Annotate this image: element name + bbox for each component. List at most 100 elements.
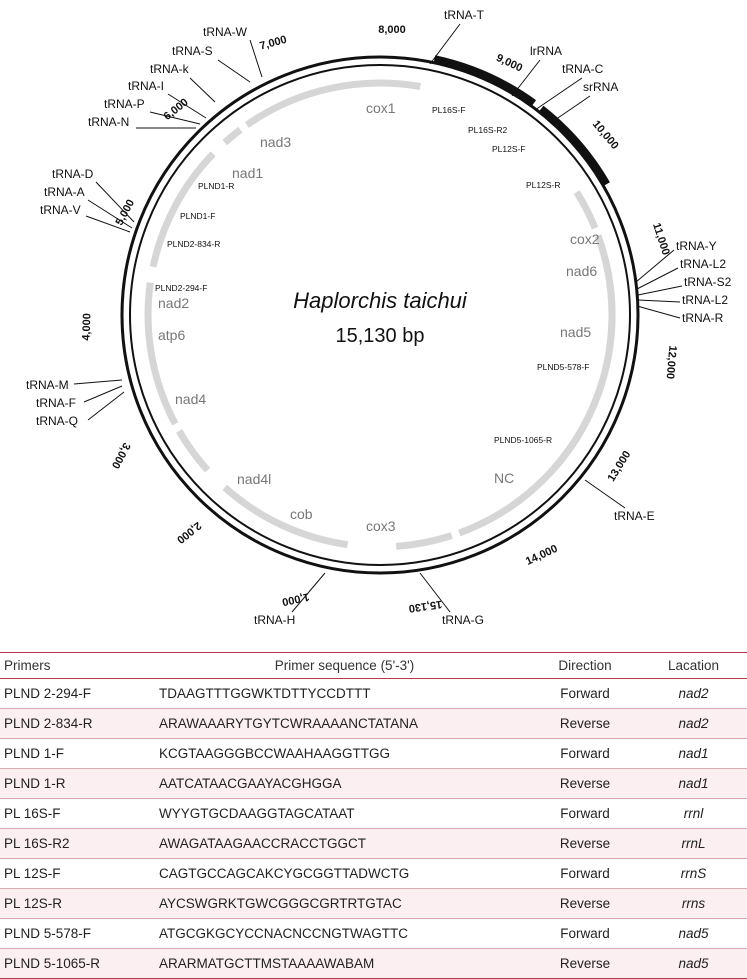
primer-site-pl16sr2: PL16S-R2 [468, 125, 507, 135]
table-row: PL 12S-R AYCSWGRKTGWCGGGCGRTRTGTAC Rever… [0, 888, 747, 919]
leader-trna-a [87, 199, 133, 229]
trna-label-s: tRNA-S [172, 44, 213, 58]
trna-label-v: tRNA-V [40, 203, 81, 217]
leader-trna-t [429, 23, 461, 65]
primer-sequence: WYYGTGCDAAGGTAGCATAAT [155, 798, 530, 829]
header-direction: Direction [530, 652, 640, 679]
primer-name: PL 12S-F [0, 858, 155, 889]
gene-label-nad1: nad1 [232, 165, 263, 181]
primer-direction: Reverse [530, 828, 640, 859]
header-sequence: Primer sequence (5'-3') [155, 652, 530, 679]
scale-mark-13000: 13,000 [605, 449, 633, 484]
leader-trna-p [149, 111, 201, 125]
primer-site-plnd51065r: PLND5-1065-R [494, 435, 552, 445]
leader-trna-d [95, 181, 135, 223]
table-header-row: Primers Primer sequence (5'-3') Directio… [0, 652, 747, 679]
primer-site-plnd2834r: PLND2-834-R [167, 239, 220, 249]
primer-sequence: TDAAGTTTGGWKTDTTYCCDTTT [155, 678, 530, 709]
primer-direction: Forward [530, 678, 640, 709]
leader-trna-v [85, 215, 131, 233]
scale-mark-5000: 5,000 [114, 198, 138, 228]
primer-site-plnd1r: PLND1-R [198, 181, 234, 191]
primer-sequence: AYCSWGRKTGWCGGGCGRTRTGTAC [155, 888, 530, 919]
gene-label-nad3: nad3 [260, 134, 291, 150]
table-row: PLND 5-578-F ATGCGKGCYCCNACNCCNGTWAGTTC … [0, 918, 747, 949]
trna-label-r: tRNA-R [682, 311, 724, 325]
primer-location: nad1 [640, 738, 747, 769]
leader-trna-y [635, 249, 675, 283]
trna-label-n: tRNA-N [88, 115, 129, 129]
leader-trna-i [167, 93, 207, 119]
gene-label-atp6: atp6 [158, 327, 185, 343]
scale-mark-1000: 1,000 [281, 590, 310, 607]
primer-location: rrnl [640, 798, 747, 829]
primer-location: rrnL [640, 828, 747, 859]
trna-label-l2b: tRNA-L2 [682, 293, 728, 307]
genome-ring-inner [129, 64, 631, 566]
trna-label-e: tRNA-E [614, 509, 655, 523]
primer-location: rrnS [640, 858, 747, 889]
cox1-arc [244, 79, 421, 128]
header-location: Lacation [640, 652, 747, 679]
primer-direction: Reverse [530, 768, 640, 799]
primer-direction: Forward [530, 798, 640, 829]
primer-site-plnd1f: PLND1-F [180, 211, 215, 221]
primer-sequence: CAGTGCCAGCAKCYGCGGTTADWCTG [155, 858, 530, 889]
srrna-arc [539, 105, 610, 186]
table-row: PLND 2-294-F TDAAGTTTGGWKTDTTYCCDTTT For… [0, 678, 747, 709]
atp6-arc [176, 429, 211, 473]
trna-label-c: tRNA-C [562, 62, 604, 76]
table-row: PL 12S-F CAGTGCCAGCAKCYGCGGTTADWCTG Forw… [0, 858, 747, 889]
trna-label-l2a: tRNA-L2 [680, 257, 726, 271]
primer-site-pl12sr: PL12S-R [526, 180, 561, 190]
primer-name: PLND 2-294-F [0, 678, 155, 709]
table-row: PLND 5-1065-R ARARMATGCTTMSTAAAAWABAM Re… [0, 948, 747, 979]
scale-mark-15130: 15,130 [408, 598, 443, 615]
primer-site-plnd5578f: PLND5-578-F [537, 362, 589, 372]
primer-name: PLND 5-578-F [0, 918, 155, 949]
cob-arc [458, 476, 547, 537]
trna-label-i: tRNA-I [128, 79, 164, 93]
trna-label-a: tRNA-A [44, 185, 85, 199]
leader-trna-g [419, 572, 451, 613]
table-row: PLND 1-F KCGTAAGGGBCCWAAHAAGGTTGG Forwar… [0, 738, 747, 769]
gene-label-cox2: cox2 [570, 231, 600, 247]
gene-label-cob: cob [290, 506, 313, 522]
leader-trna-l2b [637, 299, 681, 303]
leader-trna-l2a [636, 267, 679, 290]
gene-label-nad6: nad6 [566, 263, 597, 279]
gene-label-srrna: srRNA [583, 80, 618, 94]
primer-name: PLND 1-R [0, 768, 155, 799]
primer-location: nad5 [640, 948, 747, 979]
trna-label-k: tRNA-k [150, 62, 190, 76]
leader-trna-w [249, 39, 263, 78]
primer-name: PLND 5-1065-R [0, 948, 155, 979]
leader-trna-e [584, 479, 626, 509]
leader-srrna [551, 95, 591, 123]
nad5-arc [538, 282, 616, 485]
nad4l-arc [395, 532, 453, 550]
lrrna-arc [433, 55, 537, 106]
primer-sequence: ARARMATGCTTMSTAAAAWABAM [155, 948, 530, 979]
primer-sequence: ATGCGKGCYCCNACNCCNGTWAGTTC [155, 918, 530, 949]
gene-label-cox1: cox1 [366, 100, 396, 116]
leader-trna-q [87, 391, 125, 421]
genome-size: 15,130 bp [336, 325, 425, 347]
primer-name: PLND 1-F [0, 738, 155, 769]
primer-site-pl16sf: PL16S-F [432, 105, 466, 115]
primer-sequence: AWAGATAAGAACCRACCTGGCT [155, 828, 530, 859]
trna-label-y: tRNA-Y [676, 239, 717, 253]
table-row: PL 16S-F WYYGTGCDAAGGTAGCATAAT Forward r… [0, 798, 747, 829]
scale-mark-8000: 8,000 [378, 24, 406, 36]
trna-label-w: tRNA-W [203, 25, 248, 39]
primer-sequence: AATCATAACGAAYACGHGGA [155, 768, 530, 799]
scale-mark-4000: 4,000 [81, 313, 94, 341]
leader-lrrna [511, 59, 541, 97]
scale-mark-2000: 2,000 [174, 519, 203, 545]
scale-mark-3000: 3,000 [109, 440, 133, 470]
trna-label-g: tRNA-G [442, 613, 484, 627]
primer-name: PL 16S-F [0, 798, 155, 829]
nad1-arc [149, 151, 216, 268]
trna-label-t: tRNA-T [444, 8, 485, 22]
scale-mark-10000: 10,000 [590, 118, 621, 151]
